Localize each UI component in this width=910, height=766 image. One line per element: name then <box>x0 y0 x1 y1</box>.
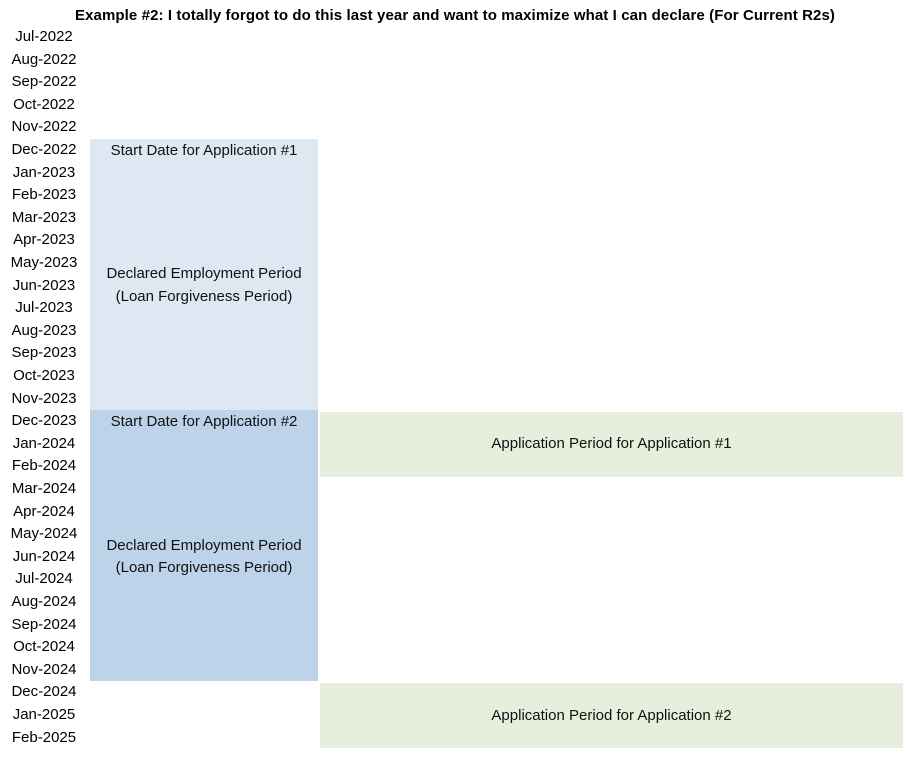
application-block-1: Application Period for Application #1 <box>320 412 903 477</box>
month-label: Dec-2024 <box>11 683 77 701</box>
month-label: Aug-2023 <box>11 321 77 339</box>
month-label: May-2024 <box>10 525 78 543</box>
month-label: Sep-2022 <box>11 73 77 91</box>
month-label: Mar-2024 <box>11 480 77 497</box>
month-label: Sep-2024 <box>11 615 77 633</box>
month-label: Aug-2024 <box>11 593 77 610</box>
month-label: Jan-2025 <box>12 706 76 723</box>
month-label: Dec-2023 <box>11 412 77 430</box>
employment-block-1: Start Date for Application #1 Declared Em… <box>90 139 318 411</box>
month-label: Feb-2025 <box>11 728 77 746</box>
chart-title: Example #2: I totally forgot to do this … <box>74 7 836 24</box>
month-label: Jun-2023 <box>12 276 76 294</box>
month-label: Sep-2023 <box>11 344 77 362</box>
month-label: Jul-2023 <box>15 299 73 317</box>
month-label: Jan-2023 <box>12 163 76 181</box>
month-label: Feb-2023 <box>11 186 77 204</box>
month-label: Jan-2024 <box>12 434 76 452</box>
application-block-1-label: Application Period for Application #1 <box>491 435 732 453</box>
month-label: Nov-2023 <box>11 389 77 407</box>
month-label: Oct-2024 <box>13 638 75 656</box>
application-block-2-label: Application Period for Application #2 <box>491 706 732 724</box>
month-label: Jun-2024 <box>12 547 76 565</box>
month-label: Jul-2022 <box>15 28 73 45</box>
month-label: Aug-2022 <box>11 50 77 68</box>
month-label: May-2023 <box>10 254 78 271</box>
application-block-2: Application Period for Application #2 <box>320 683 903 749</box>
month-label: Mar-2023 <box>11 208 77 226</box>
month-label: Jul-2024 <box>15 570 73 588</box>
month-label: Nov-2024 <box>11 660 77 678</box>
employment-block-2-label: Declared Employment Period (Loan Forgive… <box>106 536 302 577</box>
employment-block-2-start-label: Start Date for Application #2 <box>110 412 298 430</box>
employment-block-1-start-label: Start Date for Application #1 <box>110 141 298 159</box>
employment-block-2: Start Date for Application #2 Declared Em… <box>90 410 318 682</box>
month-label: Nov-2022 <box>11 118 77 136</box>
month-label: Apr-2024 <box>13 502 75 520</box>
month-label: Dec-2022 <box>11 141 77 158</box>
month-label: Apr-2023 <box>13 231 75 249</box>
month-label: Oct-2022 <box>13 95 75 113</box>
month-label: Feb-2024 <box>11 457 77 475</box>
employment-block-1-label: Declared Employment Period (Loan Forgive… <box>106 265 302 305</box>
month-label: Oct-2023 <box>13 367 75 384</box>
